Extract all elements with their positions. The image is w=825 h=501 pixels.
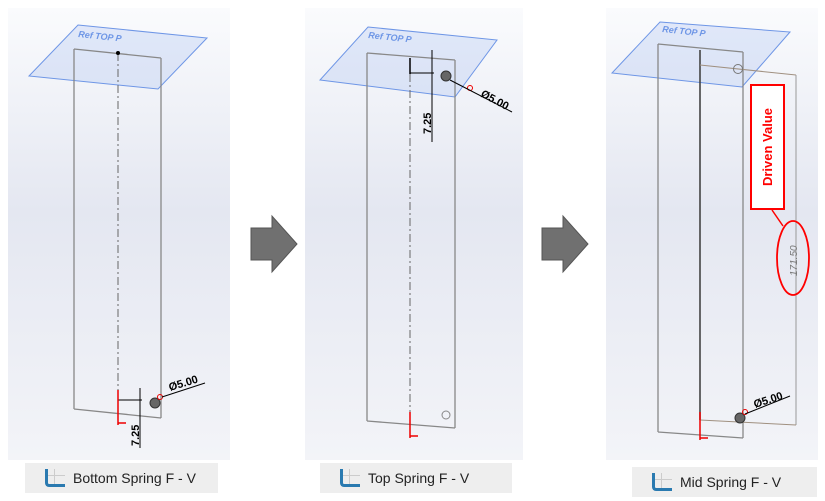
- dim-offset: 7.25: [130, 425, 142, 446]
- config-label: Top Spring F - V: [368, 470, 470, 486]
- spring-point-icon: [440, 70, 452, 82]
- dim-diameter: Ø5.00: [167, 374, 199, 394]
- panel-top-spring: [305, 8, 523, 460]
- config-bottom-spring[interactable]: Bottom Spring F - V: [25, 463, 218, 493]
- dim-diameter: Ø5.00: [752, 390, 784, 411]
- plane-label: Ref TOP P: [78, 29, 123, 44]
- sketch-top-spring: Ref TOP P 7.25 Ø5.00: [318, 26, 513, 438]
- plane-label: Ref TOP P: [662, 24, 707, 39]
- panel-bottom-spring: [8, 8, 230, 460]
- driven-value-highlight: [776, 220, 810, 296]
- spring-point-icon: [734, 412, 746, 424]
- dim-offset: 7.25: [422, 113, 434, 134]
- configuration-icon: [652, 473, 672, 491]
- configuration-icon: [340, 469, 360, 487]
- ref-plane: [610, 21, 792, 88]
- callout-box: [750, 84, 785, 210]
- config-label: Mid Spring F - V: [680, 474, 782, 490]
- sketch-mid-spring: Ref TOP P Ø5.00 171.50 Driven Value: [610, 21, 810, 440]
- sketch-bottom-spring: Ref TOP P 7.25 Ø5.00: [27, 24, 209, 448]
- configuration-icon: [45, 469, 65, 487]
- arrow-right-icon: [250, 214, 298, 274]
- config-mid-spring[interactable]: Mid Spring F - V: [632, 467, 817, 497]
- plane-label: Ref TOP P: [368, 30, 413, 45]
- callout-driven-value: Driven Value: [760, 108, 775, 186]
- config-top-spring[interactable]: Top Spring F - V: [320, 463, 512, 493]
- dim-diameter: Ø5.00: [479, 88, 511, 113]
- spring-point-icon: [149, 397, 161, 409]
- dim-driven: 171.50: [789, 245, 800, 276]
- arrow-right-icon: [541, 214, 589, 274]
- config-label: Bottom Spring F - V: [73, 470, 196, 486]
